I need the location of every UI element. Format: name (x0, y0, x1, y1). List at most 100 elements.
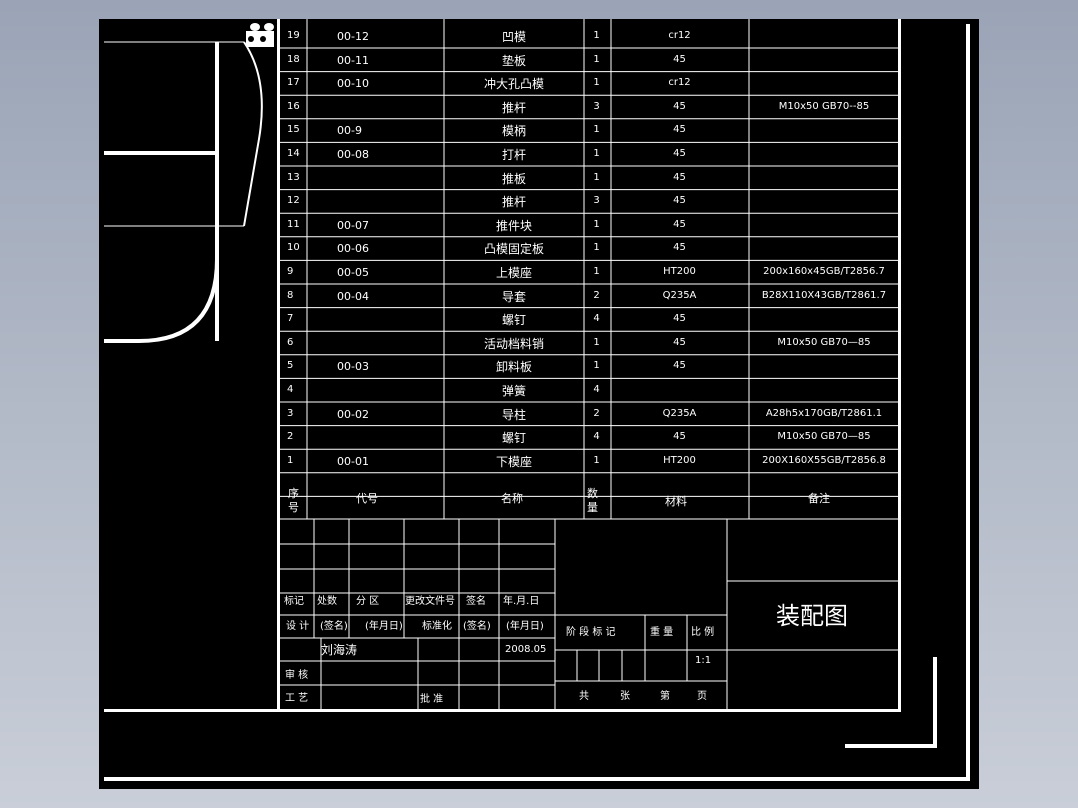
part-note-cell: 200X160X55GB/T2856.8 (762, 454, 886, 466)
tb-sheet-unit: 张 (620, 691, 630, 702)
part-material-cell: 45 (673, 313, 686, 325)
part-name-cell: 导套 (501, 289, 526, 304)
part-material-cell: HT200 (663, 266, 696, 277)
header-no-bottom: 号 (288, 501, 299, 514)
part-qty-cell: 1 (593, 53, 600, 65)
frame-border-right (966, 24, 970, 781)
part-code-cell: 00-06 (337, 242, 369, 256)
tb-design-sign: (签名) (320, 621, 348, 632)
tb-designer: 刘海涛 (321, 643, 358, 657)
part-qty-cell: 1 (593, 77, 600, 89)
part-note-cell: M10x50 GB70—85 (777, 431, 871, 443)
part-qty-cell: 1 (593, 360, 600, 372)
part-name-cell: 螺钉 (501, 313, 526, 328)
part-qty-cell: 1 (593, 218, 600, 230)
part-qty-cell: 3 (593, 100, 600, 112)
tb-standard: 标准化 (422, 621, 452, 632)
part-no-cell: 18 (287, 53, 300, 65)
part-material-cell: HT200 (663, 454, 696, 466)
part-name-cell: 凹模 (501, 30, 526, 44)
tb-stage: 阶 段 标 记 (566, 627, 616, 638)
tb-approve: 批 准 (420, 694, 444, 705)
tb-date: 年.月.日 (503, 596, 540, 607)
part-note-cell: M10x50 GB70—85 (777, 336, 871, 348)
part-qty-cell: 1 (593, 171, 600, 183)
part-no-cell: 17 (287, 77, 300, 89)
tb-count: 处数 (317, 596, 337, 607)
part-material-cell: Q235A (662, 289, 697, 301)
part-material-cell: 45 (673, 148, 686, 159)
part-name-cell: 推杆 (501, 100, 526, 115)
part-name-cell: 弹簧 (501, 384, 526, 398)
part-note-cell: A28h5x170GB/T2861.1 (765, 407, 883, 419)
frame-border-bottom (104, 777, 970, 781)
part-no-cell: 13 (287, 171, 300, 183)
part-material-cell: 45 (673, 53, 686, 65)
part-code-cell: 00-03 (337, 360, 369, 374)
part-material-cell: 45 (673, 360, 686, 372)
inner-frame-bottom (104, 709, 901, 712)
part-code-cell: 00-02 (337, 407, 369, 421)
part-qty-cell: 1 (593, 124, 600, 136)
part-no-cell: 5 (287, 360, 294, 372)
part-qty-cell: 1 (593, 266, 600, 277)
part-name-cell: 冲大孔凸模 (483, 77, 544, 92)
part-qty-cell: 1 (593, 336, 600, 348)
part-material-cell: 45 (673, 100, 686, 112)
header-code: 代号 (356, 492, 378, 505)
part-material-cell: 45 (673, 336, 686, 348)
part-no-cell: 4 (287, 384, 294, 395)
part-no-cell: 2 (287, 431, 294, 443)
tb-weight: 重 量 (650, 627, 674, 638)
part-name-cell: 卸料板 (495, 360, 532, 375)
header-qty-top: 数 (587, 487, 598, 500)
tb-change-no: 更改文件号 (405, 596, 455, 607)
part-qty-cell: 1 (593, 148, 600, 159)
part-no-cell: 3 (287, 407, 294, 419)
part-code-cell: 00-04 (337, 289, 369, 303)
tb-design: 设 计 (286, 621, 310, 632)
table-left-border (277, 19, 280, 710)
part-code-cell: 00-10 (337, 77, 369, 91)
part-qty-cell: 1 (593, 454, 600, 466)
part-material-cell: Q235A (662, 407, 697, 419)
assembly-drawing-fragment (104, 23, 274, 343)
part-name-cell: 下模座 (495, 454, 532, 469)
part-material-cell: 45 (673, 124, 686, 136)
tb-sheet-no: 第 (660, 691, 670, 702)
header-name: 名称 (501, 492, 523, 505)
tb-design-date-value: 2008.05 (505, 644, 547, 655)
part-note-cell: M10x50 GB70--85 (778, 100, 870, 112)
part-code-cell: 00-9 (337, 124, 362, 138)
corner-mark-vertical (933, 657, 937, 748)
tb-scale-value: 1:1 (695, 655, 712, 666)
part-note-cell: B28X110X43GB/T2861.7 (761, 289, 887, 301)
part-no-cell: 11 (287, 218, 300, 230)
header-material: 材料 (665, 495, 687, 508)
corner-mark-horizontal (845, 744, 937, 748)
part-name-cell: 螺钉 (501, 431, 526, 446)
tb-design-date: (年月日) (365, 621, 403, 632)
part-qty-cell: 2 (593, 407, 600, 419)
part-name-cell: 活动档料销 (483, 336, 544, 351)
header-no-top: 序 (288, 487, 299, 500)
drawing-title: 装配图 (776, 602, 848, 630)
part-no-cell: 1 (287, 454, 294, 466)
part-code-cell: 00-05 (337, 266, 369, 279)
part-no-cell: 16 (287, 100, 300, 112)
part-material-cell: 45 (673, 218, 686, 230)
part-qty-cell: 3 (593, 195, 600, 207)
inner-frame-right (898, 19, 901, 712)
part-no-cell: 9 (287, 266, 294, 277)
tb-signature: 签名 (466, 596, 486, 607)
part-name-cell: 推件块 (495, 218, 532, 233)
part-qty-cell: 1 (593, 30, 600, 41)
part-no-cell: 10 (287, 242, 300, 254)
part-material-cell: 45 (673, 171, 686, 183)
header-note: 备注 (808, 492, 830, 505)
part-name-cell: 推板 (501, 171, 526, 186)
part-code-cell: 00-11 (337, 53, 369, 67)
part-qty-cell: 1 (593, 242, 600, 254)
part-material-cell: cr12 (668, 30, 691, 41)
